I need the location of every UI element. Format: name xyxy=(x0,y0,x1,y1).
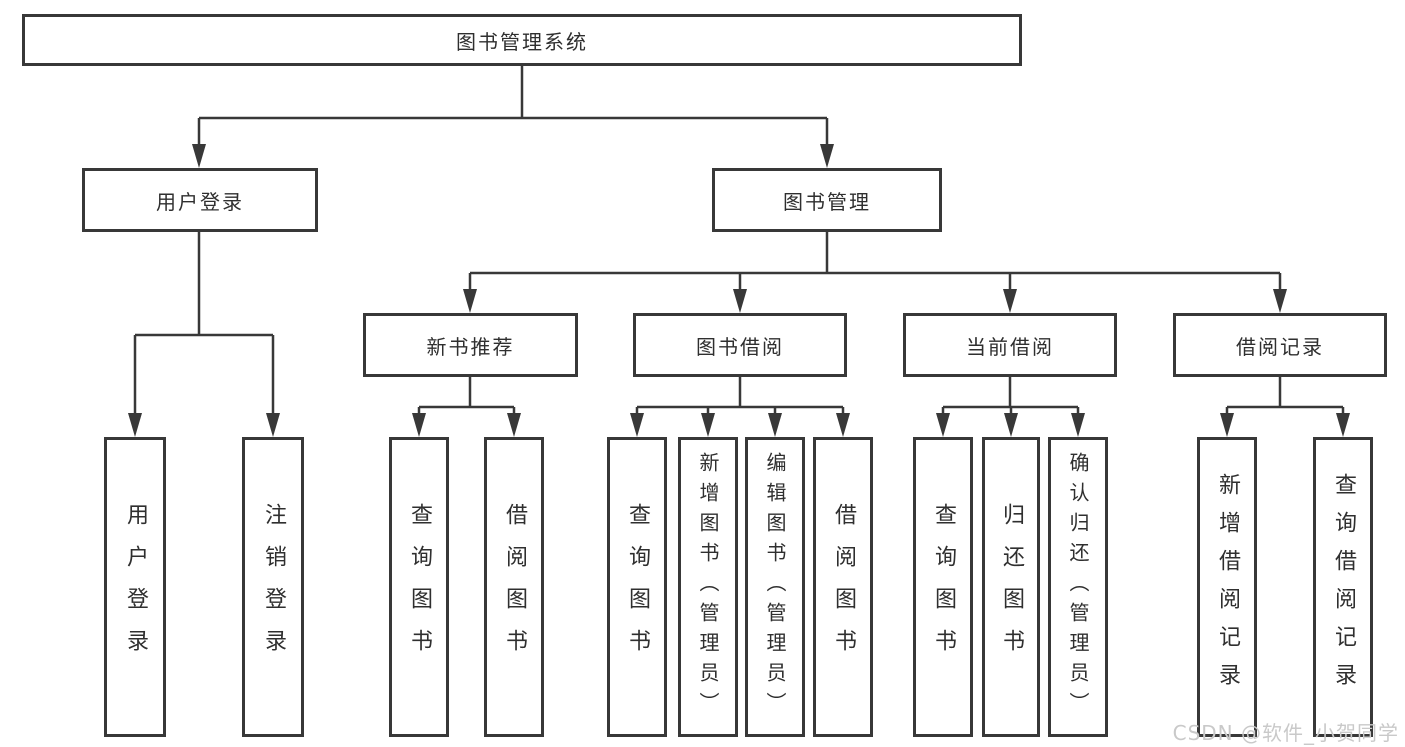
node-root: 图书管理系统 xyxy=(22,14,1022,66)
node-new-book-recommend-label: 新书推荐 xyxy=(426,334,515,359)
leaf-cb-return-book: 归还图书 xyxy=(982,437,1040,737)
node-book-management-label: 图书管理 xyxy=(783,189,871,214)
leaf-nb-borrow-book-label: 借阅图书 xyxy=(502,503,527,671)
leaf-logout: 注销登录 xyxy=(242,437,304,737)
node-book-borrowing-label: 图书借阅 xyxy=(696,334,784,359)
node-current-borrowing: 当前借阅 xyxy=(903,313,1117,377)
leaf-cb-return-book-label: 归还图书 xyxy=(999,503,1024,671)
node-book-management: 图书管理 xyxy=(712,168,942,232)
leaf-cb-confirm-return-admin-label: 确认归还（管理员） xyxy=(1066,452,1090,722)
leaf-bb-edit-book-admin: 编辑图书（管理员） xyxy=(745,437,805,737)
leaf-bb-add-book-admin: 新增图书（管理员） xyxy=(678,437,738,737)
leaf-bb-borrow-book-label: 借阅图书 xyxy=(831,503,856,671)
leaf-bb-add-book-admin-label: 新增图书（管理员） xyxy=(696,452,720,722)
node-new-book-recommend: 新书推荐 xyxy=(363,313,578,377)
leaf-br-add-record-label: 新增借阅记录 xyxy=(1215,473,1240,701)
leaf-logout-label: 注销登录 xyxy=(261,503,286,671)
node-root-label: 图书管理系统 xyxy=(456,29,588,54)
csdn-watermark: CSDN @软件_小贺同学 xyxy=(1172,721,1399,745)
leaf-nb-query-book: 查询图书 xyxy=(389,437,449,737)
leaf-nb-query-book-label: 查询图书 xyxy=(407,503,432,671)
node-book-borrowing: 图书借阅 xyxy=(633,313,847,377)
leaf-bb-borrow-book: 借阅图书 xyxy=(813,437,873,737)
node-borrowing-records-label: 借阅记录 xyxy=(1236,334,1324,359)
leaf-user-login-label: 用户登录 xyxy=(123,503,148,671)
leaf-br-query-record-label: 查询借阅记录 xyxy=(1331,473,1356,701)
leaf-cb-confirm-return-admin: 确认归还（管理员） xyxy=(1048,437,1108,737)
node-user-login: 用户登录 xyxy=(82,168,318,232)
leaf-bb-query-book: 查询图书 xyxy=(607,437,667,737)
node-current-borrowing-label: 当前借阅 xyxy=(966,334,1054,359)
leaf-bb-edit-book-admin-label: 编辑图书（管理员） xyxy=(763,452,787,722)
node-borrowing-records: 借阅记录 xyxy=(1173,313,1387,377)
node-user-login-label: 用户登录 xyxy=(156,189,244,214)
leaf-nb-borrow-book: 借阅图书 xyxy=(484,437,544,737)
leaf-cb-query-book-label: 查询图书 xyxy=(931,503,956,671)
leaf-user-login: 用户登录 xyxy=(104,437,166,737)
leaf-cb-query-book: 查询图书 xyxy=(913,437,973,737)
leaf-bb-query-book-label: 查询图书 xyxy=(625,503,650,671)
leaf-br-query-record: 查询借阅记录 xyxy=(1313,437,1373,737)
leaf-br-add-record: 新增借阅记录 xyxy=(1197,437,1257,737)
